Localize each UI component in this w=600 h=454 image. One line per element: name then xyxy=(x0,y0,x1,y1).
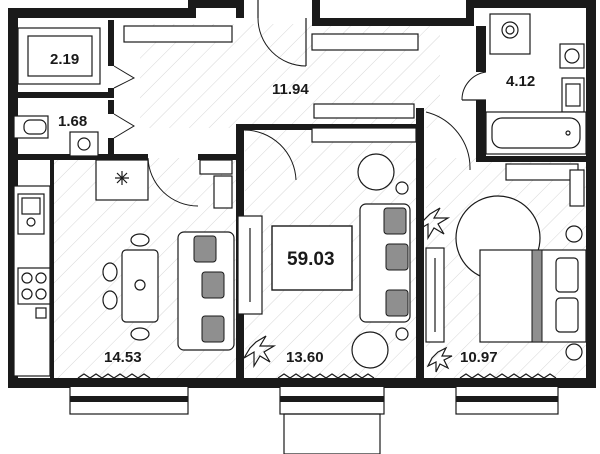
room-area-toilet: 1.68 xyxy=(58,113,87,130)
room-area-bedroom: 10.97 xyxy=(460,349,498,366)
kitchen-units xyxy=(13,159,235,379)
walls xyxy=(8,0,596,388)
wardrobe-rails xyxy=(17,25,585,209)
room-area-living-room: 13.60 xyxy=(286,349,324,366)
room-area-wardrobe: 2.19 xyxy=(50,51,79,68)
living-room-furniture xyxy=(237,153,411,379)
closet-doors xyxy=(113,65,487,207)
total-area: 59.03 xyxy=(287,249,335,270)
room-area-hall: 11.94 xyxy=(272,81,309,98)
bathroom-fixtures xyxy=(13,13,587,157)
total-area-box xyxy=(271,225,353,291)
room-area-bathroom: 4.12 xyxy=(506,73,535,90)
entrance-door xyxy=(257,0,307,67)
bedroom-furniture xyxy=(417,195,587,379)
windows xyxy=(69,383,559,454)
room-area-kitchen: 14.53 xyxy=(104,349,142,366)
